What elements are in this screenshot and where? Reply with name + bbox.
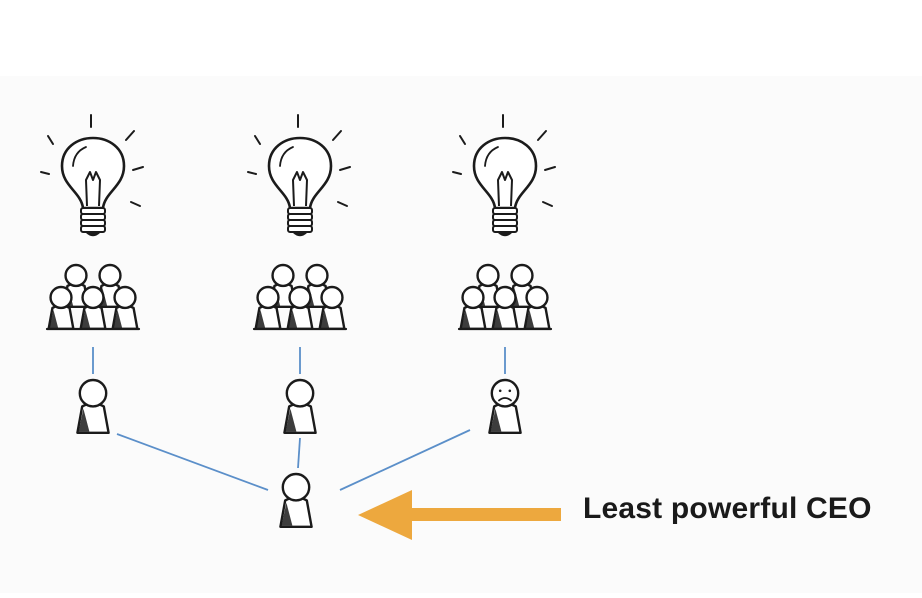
bulb-glass xyxy=(267,136,333,210)
connector-line xyxy=(297,437,301,469)
bulb-tip xyxy=(85,231,101,237)
team-member-icon xyxy=(459,285,487,330)
bulb-base-ring xyxy=(80,225,106,233)
team-member-icon xyxy=(254,285,282,330)
bulb-base-ring xyxy=(492,225,518,233)
bulb-highlight xyxy=(279,146,294,167)
bulb-filament xyxy=(292,171,308,207)
arrow-left-icon xyxy=(358,490,561,540)
bulb-highlight xyxy=(484,146,499,167)
ceo-person-icon xyxy=(279,472,313,528)
lightbulb-icon xyxy=(40,114,144,237)
background-panel xyxy=(0,76,922,593)
bulb-ray xyxy=(125,130,135,141)
bulb-ray xyxy=(544,166,556,171)
team-member-icon xyxy=(79,285,107,330)
lightbulb-icon xyxy=(452,114,556,237)
connector-line xyxy=(339,429,471,491)
bulb-ray xyxy=(247,171,257,175)
bulb-tip xyxy=(497,231,513,237)
bulb-ray xyxy=(452,171,462,175)
bulb-highlight xyxy=(72,146,87,167)
bulb-ray xyxy=(47,135,54,145)
team-member-icon xyxy=(523,285,551,330)
caption-label: Least powerful CEO xyxy=(583,492,872,525)
bulb-base-ring xyxy=(287,225,313,233)
bulb-filament xyxy=(85,171,101,207)
bulb-ray xyxy=(337,201,348,207)
bulb-ray xyxy=(40,171,50,175)
team-icon xyxy=(45,263,141,331)
lightbulb-icon xyxy=(247,114,351,237)
person-icon xyxy=(76,378,110,434)
bulb-ray xyxy=(339,166,351,171)
bulb-ray xyxy=(130,201,141,207)
bulb-tip xyxy=(292,231,308,237)
bulb-ray xyxy=(332,130,342,141)
person-icon xyxy=(488,378,522,434)
bulb-ray xyxy=(542,201,553,207)
person-icon xyxy=(283,378,317,434)
bulb-filament xyxy=(497,171,513,207)
bulb-ray xyxy=(537,130,547,141)
team-member-icon xyxy=(47,285,75,330)
bulb-ray xyxy=(132,166,144,171)
bulb-glass xyxy=(60,136,126,210)
team-icon xyxy=(457,263,553,331)
team-member-icon xyxy=(318,285,346,330)
team-icon xyxy=(252,263,348,331)
bulb-glass xyxy=(472,136,538,210)
bulb-ray xyxy=(459,135,466,145)
connector-line xyxy=(116,433,269,491)
team-member-icon xyxy=(111,285,139,330)
team-member-icon xyxy=(491,285,519,330)
bulb-ray xyxy=(254,135,261,145)
team-member-icon xyxy=(286,285,314,330)
